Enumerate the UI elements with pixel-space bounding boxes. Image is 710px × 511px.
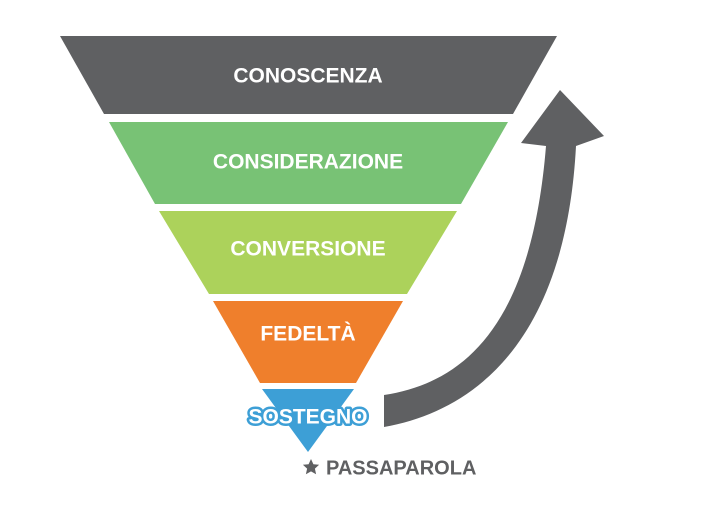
- funnel-stage-awareness: CONOSCENZA: [60, 36, 557, 114]
- funnel-band-advocacy: [262, 389, 354, 452]
- word-of-mouth-label: PASSAPAROLA: [326, 457, 476, 479]
- funnel-label-conversion: CONVERSIONE: [230, 238, 385, 261]
- funnel-label-advocacy: SOSTEGNO: [248, 406, 367, 429]
- funnel-stage-conversion: CONVERSIONE: [159, 211, 457, 294]
- funnel-band-consideration: [109, 122, 508, 204]
- funnel-label-loyalty: FEDELTÀ: [260, 323, 355, 346]
- curved-arrow-up-icon: [384, 90, 604, 427]
- funnel-band-awareness: [60, 36, 557, 114]
- funnel-stage-consideration: CONSIDERAZIONE: [109, 122, 508, 204]
- funnel-label-awareness: CONOSCENZA: [233, 65, 382, 88]
- star-icon: [302, 459, 320, 475]
- word-of-mouth-note: PASSAPAROLA: [302, 457, 476, 479]
- funnel-band-conversion: [159, 211, 457, 294]
- funnel-stage-loyalty: FEDELTÀ: [213, 301, 403, 383]
- funnel-stage-advocacy: SOSTEGNO: [246, 389, 370, 452]
- funnel-band-loyalty: [213, 301, 403, 383]
- funnel-label-consideration: CONSIDERAZIONE: [213, 151, 403, 174]
